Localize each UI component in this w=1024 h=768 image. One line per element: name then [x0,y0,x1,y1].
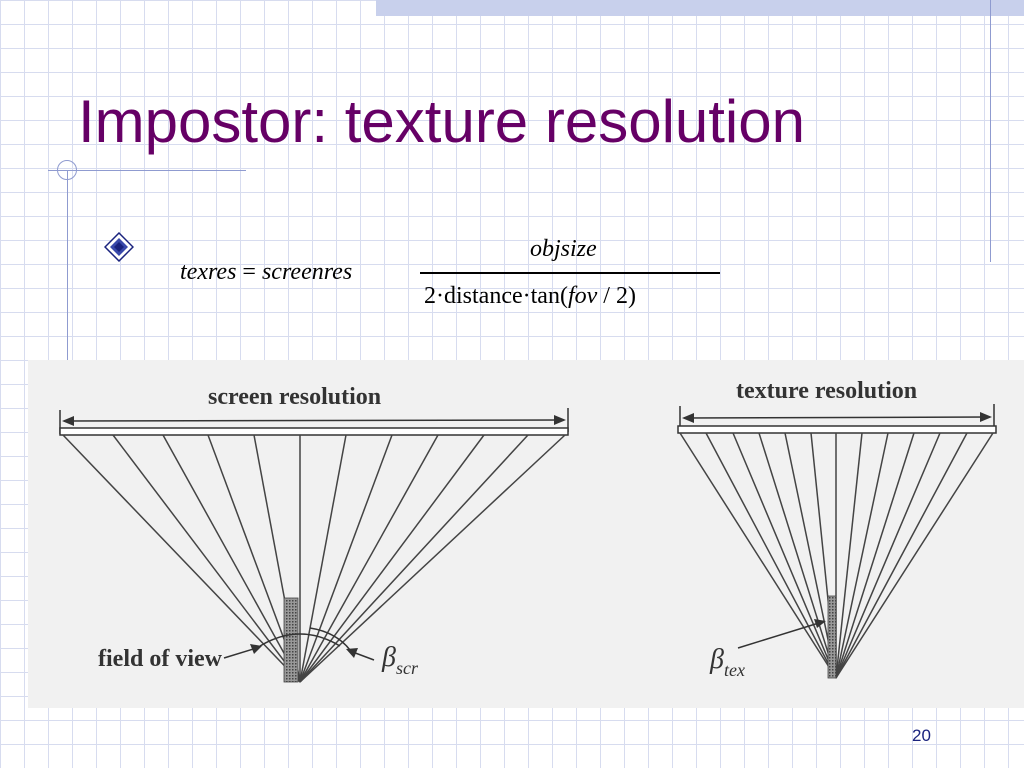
screen-dimension-arrow [59,408,569,434]
left-accent-line [67,170,68,360]
fov-arc [259,633,341,647]
texture-plane [677,425,997,434]
tan-term: tan( [530,283,568,309]
texture-resolution-label: texture resolution [736,378,917,404]
top-decorative-band [376,0,1024,16]
beta-tex-symbol: β [709,644,724,675]
formula-numerator: objsize [530,236,597,262]
dot-1: · [436,283,444,309]
texture-frustum-rays [679,432,994,679]
dot-2: · [522,283,531,309]
title-underline-accent [48,170,246,171]
formula-denominator: 2·distance·tan(fov / 2) [424,283,636,310]
beta-scr-pointer-head [346,648,358,658]
beta-tex-pointer-head [814,619,826,628]
screen-impostor-object [283,597,299,683]
circle-accent [57,160,77,180]
distance-term: distance [444,283,523,309]
fov-var: fov [567,283,598,309]
formula-lhs: texres = screenres [180,259,352,286]
beta-scr-symbol: β [381,642,396,673]
fraction-bar [420,272,720,274]
diamond-bullet-icon [103,231,135,263]
slash: / [597,283,616,309]
beta-tex-pointer [737,621,823,649]
beta-tex-subscript: tex [724,660,745,680]
denom-coeff: 2 [424,283,436,309]
equals-sign: = [236,259,262,285]
svg-text:βscr: βscr [381,642,419,678]
texture-dimension-arrow [679,404,995,430]
texture-impostor-object [827,595,837,679]
slide-title: Impostor: texture resolution [78,88,806,155]
fov-pointer-head [250,644,262,654]
screen-plane [59,427,569,436]
screenres-var: screenres [261,259,353,285]
beta-scr-subscript: scr [396,658,419,678]
svg-text:βtex: βtex [709,644,745,680]
texture-resolution-formula: texres = screenres objsize 2·distance·ta… [180,232,740,322]
field-of-view-label: field of view [98,646,223,672]
beta-scr-arc [309,627,351,651]
page-number: 20 [912,726,931,745]
right-accent-line [990,0,991,262]
screen-resolution-label: screen resolution [208,384,381,410]
two-close: 2) [615,283,636,309]
screen-frustum-rays [62,434,566,683]
resolution-figure: screen resolution field of view [28,360,1024,708]
texres-var: texres [180,259,237,285]
